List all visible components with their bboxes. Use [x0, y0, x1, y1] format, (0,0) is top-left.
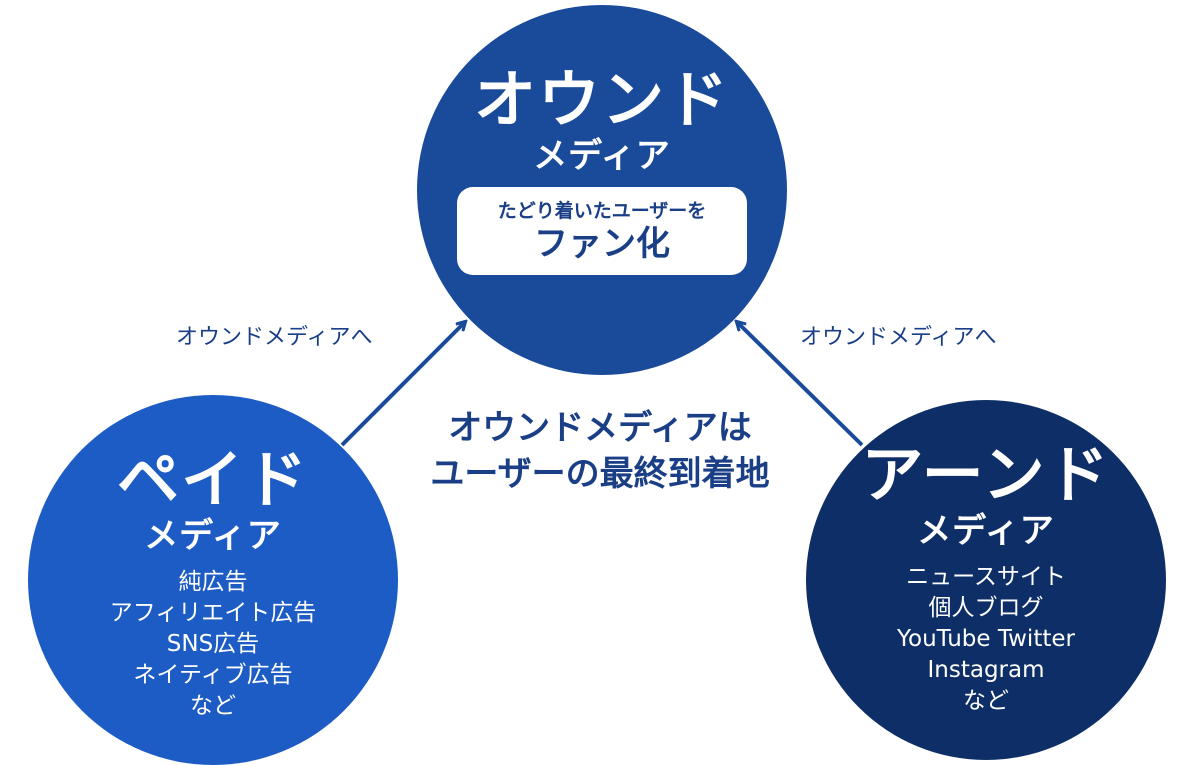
owned-media-role-line1: たどり着いたユーザーを — [497, 200, 707, 222]
owned-media-title: オウンド — [473, 63, 730, 136]
earned-media-item: など — [963, 688, 1009, 714]
earned-media-item: ニュースサイト — [906, 564, 1066, 590]
paid-media-item: ネイティブ広告 — [133, 662, 293, 688]
paid-media-circle: ペイド メディア 純広告 アフィリエイト広告 SNS広告 ネイティブ広告 など — [28, 395, 398, 765]
earned-media-item: Instagram — [927, 657, 1045, 683]
earned-media-title: アーンド — [861, 438, 1111, 511]
center-message-line2: ユーザーの最終到着地 — [430, 454, 770, 494]
paid-media-item: 純広告 — [178, 569, 248, 595]
earned-media-item: 個人ブログ — [928, 595, 1044, 621]
right-arrow-label: オウンドメディアへ — [800, 325, 997, 350]
owned-media-role-line2: ファン化 — [534, 224, 670, 264]
arrow-paid-to-owned — [340, 322, 465, 447]
earned-media-item: YouTube Twitter — [897, 626, 1075, 652]
paid-media-item: アフィリエイト広告 — [109, 600, 317, 626]
earned-media-items: ニュースサイト 個人ブログ YouTube Twitter Instagram … — [897, 562, 1075, 717]
earned-media-subtitle: メディア — [917, 511, 1055, 551]
paid-media-item: SNS広告 — [166, 631, 260, 657]
arrow-earned-to-owned — [737, 322, 864, 447]
earned-media-circle: アーンド メディア ニュースサイト 個人ブログ YouTube Twitter … — [806, 400, 1166, 760]
owned-media-role-box: たどり着いたユーザーを ファン化 — [457, 187, 747, 275]
owned-media-circle: オウンド メディア たどり着いたユーザーを ファン化 — [417, 5, 787, 375]
left-arrow-label: オウンドメディアへ — [176, 325, 373, 350]
paid-media-items: 純広告 アフィリエイト広告 SNS広告 ネイティブ広告 など — [110, 567, 317, 722]
center-message-line1: オウンドメディアは — [448, 408, 752, 448]
paid-media-item: など — [189, 693, 236, 719]
owned-media-subtitle: メディア — [533, 136, 671, 176]
center-message: オウンドメディアは ユーザーの最終到着地 — [350, 405, 850, 497]
paid-media-title: ペイド — [116, 443, 309, 516]
paid-media-subtitle: メディア — [144, 516, 282, 556]
